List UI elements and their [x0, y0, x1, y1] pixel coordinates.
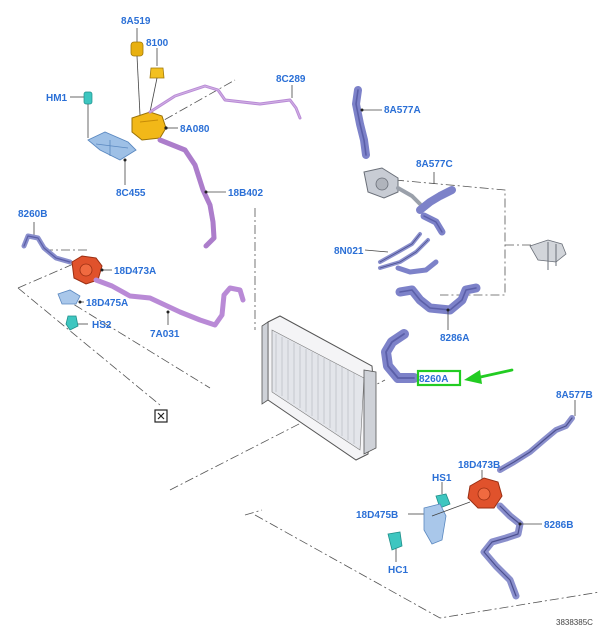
label-8N021: 8N021	[334, 246, 364, 257]
label-18D475B: 18D475B	[356, 510, 398, 521]
hose-8C289	[148, 84, 302, 120]
label-18D473A: 18D473A	[114, 266, 156, 277]
cap-8100	[149, 67, 165, 79]
bracket-8C455	[70, 91, 137, 185]
pipes-8N021	[364, 232, 439, 275]
arrow-pointer-icon	[464, 368, 514, 384]
sensor-HC1	[387, 531, 403, 551]
reservoir-assembly	[130, 28, 178, 141]
label-8A577C: 8A577C	[416, 159, 453, 170]
hose-8260A	[381, 329, 419, 383]
pump-assembly-B	[387, 470, 503, 562]
reservoir-8A080	[131, 111, 167, 141]
hose-8286B	[480, 502, 542, 600]
hose-8286A	[395, 283, 481, 330]
valve-assembly	[363, 167, 456, 236]
label-8C455: 8C455	[116, 188, 146, 199]
label-8260A: 8260A	[419, 374, 448, 385]
label-8286B: 8286B	[544, 520, 573, 531]
hose-8A577A	[352, 86, 382, 159]
label-8A577A: 8A577A	[384, 105, 421, 116]
bracket-18D475B	[423, 503, 447, 545]
label-HS1: HS1	[432, 473, 452, 484]
label-HS2: HS2	[92, 320, 112, 331]
label-18B402: 18B402	[228, 188, 263, 199]
radiator	[261, 315, 377, 461]
label-18D475A: 18D475A	[86, 298, 128, 309]
part-labels: 8A519 8100 8C289 HM1 8A080 8C455 18B402 …	[18, 16, 593, 576]
connector-right	[529, 239, 567, 270]
cap-8A519	[130, 41, 144, 57]
label-18D473B: 18D473B	[458, 460, 500, 471]
pump-assembly-A	[57, 255, 112, 331]
label-8286A: 8286A	[440, 333, 469, 344]
hose-8260B	[21, 222, 73, 265]
label-HM1: HM1	[46, 93, 68, 104]
mount-HM1	[83, 91, 93, 105]
label-8A519: 8A519	[121, 16, 151, 27]
tube-7A031	[93, 277, 246, 328]
label-8100: 8100	[146, 38, 169, 49]
highlight-box	[416, 369, 462, 387]
label-7A031: 7A031	[150, 329, 180, 340]
label-8A577B: 8A577B	[556, 390, 593, 401]
label-8260B: 8260B	[18, 209, 47, 220]
label-8C289: 8C289	[276, 74, 306, 85]
tube-18B402	[157, 137, 226, 249]
bracket-18D475A	[57, 289, 81, 305]
sensor-HS2	[65, 315, 79, 331]
figure-code: 3838385C	[556, 618, 593, 627]
reference-box-icon	[154, 409, 168, 423]
assembly-dash-lines	[17, 79, 600, 619]
hose-8A577B	[497, 400, 576, 473]
label-HC1: HC1	[388, 565, 408, 576]
label-8A080: 8A080	[180, 124, 210, 135]
